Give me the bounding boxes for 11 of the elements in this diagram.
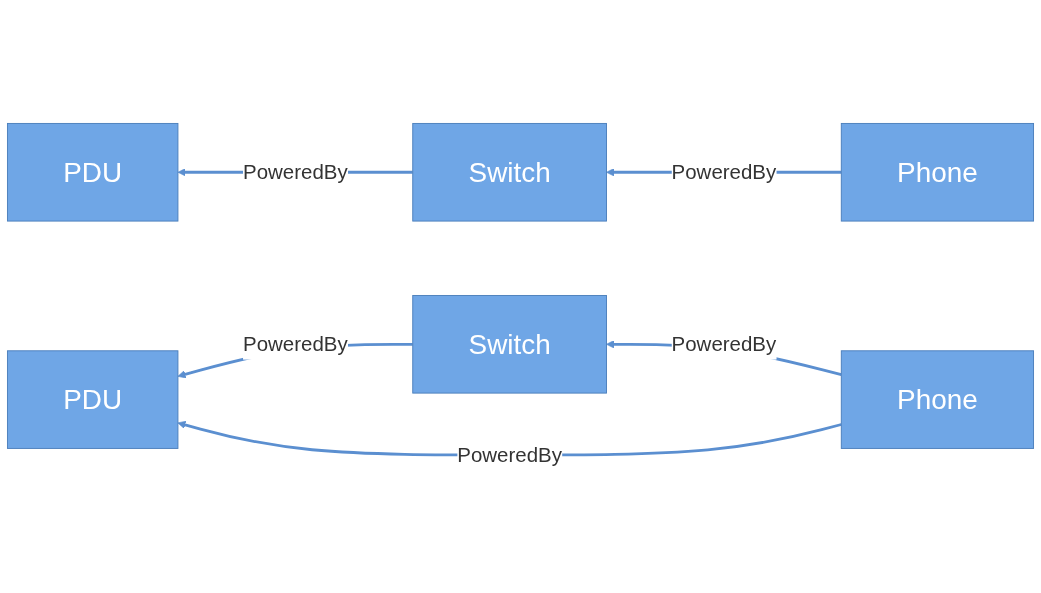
edge-label: PoweredBy: [671, 160, 777, 184]
node-box: PDU: [7, 349, 179, 449]
edge-label: PoweredBy: [243, 160, 348, 184]
edge-label: PoweredBy: [671, 332, 777, 356]
node-box: Switch: [412, 122, 607, 222]
edge-label: PoweredBy: [243, 332, 348, 356]
node-box: Phone: [840, 122, 1034, 222]
node-box: Phone: [840, 349, 1034, 449]
edge-label: PoweredBy: [457, 442, 562, 467]
node-box: PDU: [7, 122, 179, 222]
node-box: Switch: [412, 294, 607, 394]
